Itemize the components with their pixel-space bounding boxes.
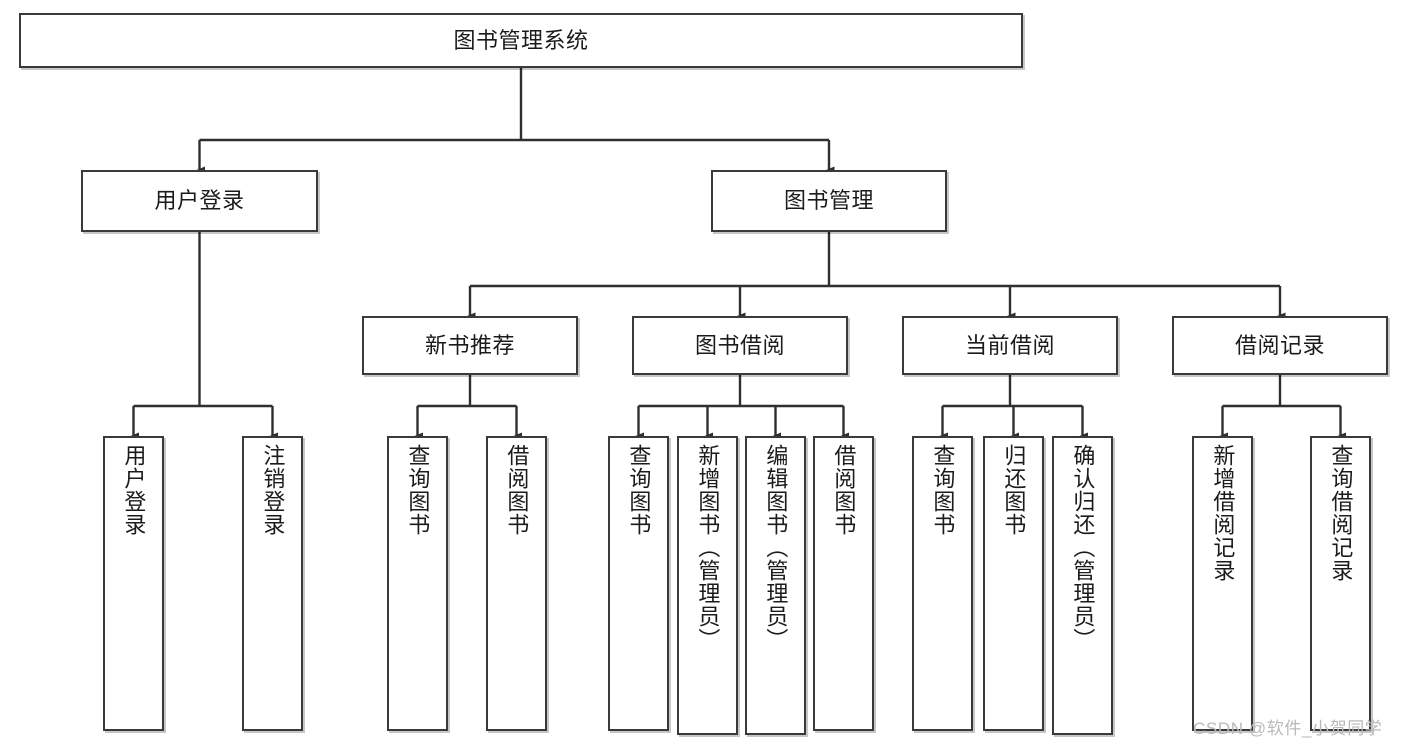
node-borrow-record-label: 借阅记录: [1234, 332, 1325, 358]
node-user-login[interactable]: 用户登录: [81, 170, 318, 232]
node-leaf-query-record[interactable]: 查询借阅记录: [1310, 436, 1371, 731]
node-leaf-query-book-3-label: 查询图书: [930, 444, 956, 536]
node-borrow-record[interactable]: 借阅记录: [1172, 316, 1388, 375]
node-leaf-borrow-book-2[interactable]: 借阅图书: [813, 436, 874, 731]
node-book-borrow[interactable]: 图书借阅: [632, 316, 848, 375]
node-leaf-query-book-3[interactable]: 查询图书: [912, 436, 973, 731]
node-leaf-query-book-1[interactable]: 查询图书: [387, 436, 448, 731]
node-leaf-add-book[interactable]: 新增图书（管理员）: [677, 436, 738, 735]
node-leaf-logout[interactable]: 注销登录: [242, 436, 303, 731]
node-leaf-borrow-book-2-label: 借阅图书: [831, 444, 857, 536]
node-user-login-label: 用户登录: [154, 188, 245, 214]
node-leaf-logout-label: 注销登录: [260, 444, 286, 536]
node-leaf-borrow-book-1[interactable]: 借阅图书: [486, 436, 547, 731]
node-leaf-user-login[interactable]: 用户登录: [103, 436, 164, 731]
node-leaf-query-record-label: 查询借阅记录: [1328, 444, 1354, 582]
node-leaf-confirm-return-label: 确认归还（管理员）: [1070, 444, 1096, 651]
node-book-borrow-label: 图书借阅: [694, 332, 785, 358]
node-leaf-confirm-return[interactable]: 确认归还（管理员）: [1052, 436, 1113, 735]
node-leaf-add-record-label: 新增借阅记录: [1210, 444, 1236, 582]
node-book-manage[interactable]: 图书管理: [711, 170, 947, 232]
node-leaf-return-book[interactable]: 归还图书: [983, 436, 1044, 731]
node-leaf-query-book-2-label: 查询图书: [626, 444, 652, 536]
node-leaf-query-book-1-label: 查询图书: [405, 444, 431, 536]
node-book-manage-label: 图书管理: [783, 188, 874, 214]
node-current-borrow-label: 当前借阅: [964, 332, 1055, 358]
node-leaf-borrow-book-1-label: 借阅图书: [504, 444, 530, 536]
node-current-borrow[interactable]: 当前借阅: [902, 316, 1118, 375]
node-leaf-edit-book[interactable]: 编辑图书（管理员）: [745, 436, 806, 735]
node-leaf-query-book-2[interactable]: 查询图书: [608, 436, 669, 731]
node-root-label: 图书管理系统: [453, 27, 589, 53]
node-new-book-recommend[interactable]: 新书推荐: [362, 316, 578, 375]
node-leaf-edit-book-label: 编辑图书（管理员）: [763, 444, 789, 651]
node-leaf-return-book-label: 归还图书: [1001, 444, 1027, 536]
node-leaf-add-record[interactable]: 新增借阅记录: [1192, 436, 1253, 731]
node-leaf-add-book-label: 新增图书（管理员）: [695, 444, 721, 651]
node-leaf-user-login-label: 用户登录: [121, 444, 147, 536]
node-new-book-recommend-label: 新书推荐: [424, 332, 515, 358]
node-root[interactable]: 图书管理系统: [19, 13, 1023, 68]
